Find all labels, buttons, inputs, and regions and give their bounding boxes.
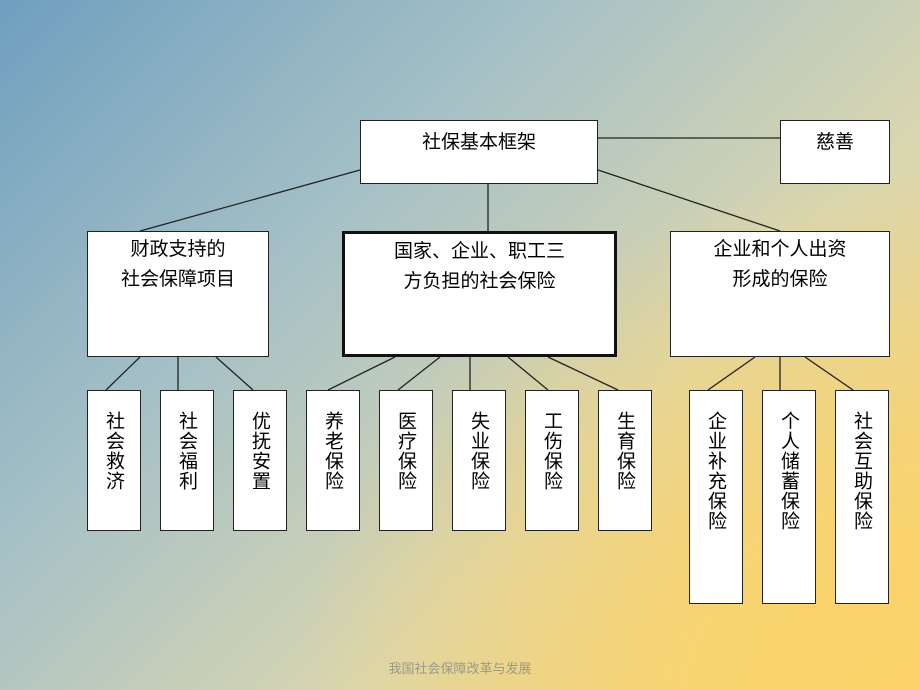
charity-node: 慈善 xyxy=(780,120,890,184)
footer-caption: 我国社会保障改革与发展 xyxy=(388,662,532,677)
connector-b1-c3 xyxy=(215,356,254,391)
branch-label-line: 国家、企业、职工三 xyxy=(393,240,565,262)
leaf-label: 生育保险 xyxy=(614,411,636,491)
connector-root-branch-1 xyxy=(139,169,361,232)
branch-label-line: 财政支持的 xyxy=(130,238,226,260)
leaf-label: 医疗保险 xyxy=(395,411,417,491)
leaf-label: 社会救济 xyxy=(103,411,125,491)
branch-node-private-insurance: 企业和个人出资 形成的保险 xyxy=(670,231,890,357)
leaf-label: 社会互助保险 xyxy=(851,411,873,531)
leaf-node: 社会救济 xyxy=(87,390,141,531)
branch-label-line: 企业和个人出资 xyxy=(713,238,847,260)
leaf-label: 优抚安置 xyxy=(249,411,271,491)
connector-root-branch-3 xyxy=(597,169,781,232)
connector-b3-c1 xyxy=(707,356,756,391)
leaf-node: 个人储蓄保险 xyxy=(762,390,816,604)
connector-b3-c3 xyxy=(804,356,854,391)
leaf-node: 失业保险 xyxy=(452,390,506,531)
root-label: 社保基本框架 xyxy=(421,131,536,153)
connector-b1-c1 xyxy=(105,356,141,391)
branch-label-line: 形成的保险 xyxy=(732,268,828,290)
leaf-node: 优抚安置 xyxy=(233,390,287,531)
branch-label-line: 方负担的社会保险 xyxy=(403,270,556,292)
connector-b2-c2 xyxy=(397,356,441,391)
connector-b2-c1 xyxy=(327,356,396,391)
leaf-node: 医疗保险 xyxy=(379,390,433,531)
leaf-label: 养老保险 xyxy=(322,411,344,491)
leaf-node: 社会福利 xyxy=(160,390,214,531)
leaf-node: 社会互助保险 xyxy=(835,390,889,604)
leaf-node: 工伤保险 xyxy=(525,390,579,531)
leaf-label: 个人储蓄保险 xyxy=(778,411,800,531)
leaf-node: 养老保险 xyxy=(306,390,360,531)
leaf-node: 生育保险 xyxy=(598,390,652,531)
leaf-label: 企业补充保险 xyxy=(705,411,727,531)
leaf-label: 社会福利 xyxy=(176,411,198,491)
leaf-node: 企业补充保险 xyxy=(689,390,743,604)
root-node: 社保基本框架 xyxy=(360,120,598,184)
leaf-label: 失业保险 xyxy=(468,411,490,491)
charity-label: 慈善 xyxy=(815,131,854,153)
leaf-label: 工伤保险 xyxy=(541,411,563,491)
branch-node-fiscal: 财政支持的 社会保障项目 xyxy=(87,231,269,357)
branch-node-social-insurance: 国家、企业、职工三 方负担的社会保险 xyxy=(342,231,617,357)
connector-b2-c5 xyxy=(547,356,619,391)
connector-b2-c4 xyxy=(507,356,549,391)
branch-label-line: 社会保障项目 xyxy=(120,268,235,290)
